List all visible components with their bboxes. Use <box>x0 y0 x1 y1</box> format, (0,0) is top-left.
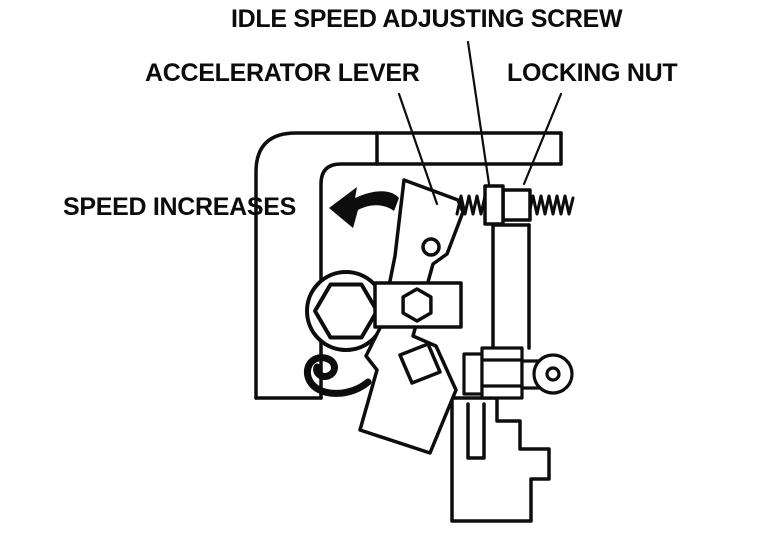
throttle-stop-fitting <box>462 346 574 400</box>
locking-nut-shape <box>483 184 532 226</box>
speed-increases-arrow-icon <box>329 187 399 228</box>
leader-accelerator-lever <box>397 92 439 206</box>
label-accelerator-lever: ACCELERATOR LEVER <box>145 59 420 87</box>
lever-clamp-and-nut <box>373 281 463 329</box>
label-locking-nut: LOCKING NUT <box>507 59 678 87</box>
label-idle-speed-adjusting-screw: IDLE SPEED ADJUSTING SCREW <box>231 5 623 33</box>
leader-idle-screw <box>466 40 491 186</box>
leader-lines <box>397 40 563 206</box>
label-speed-increases: SPEED INCREASES <box>63 193 297 221</box>
hex-ring-boss <box>305 270 387 352</box>
spring-hook-shape <box>303 354 372 397</box>
leader-locking-nut <box>522 92 563 186</box>
